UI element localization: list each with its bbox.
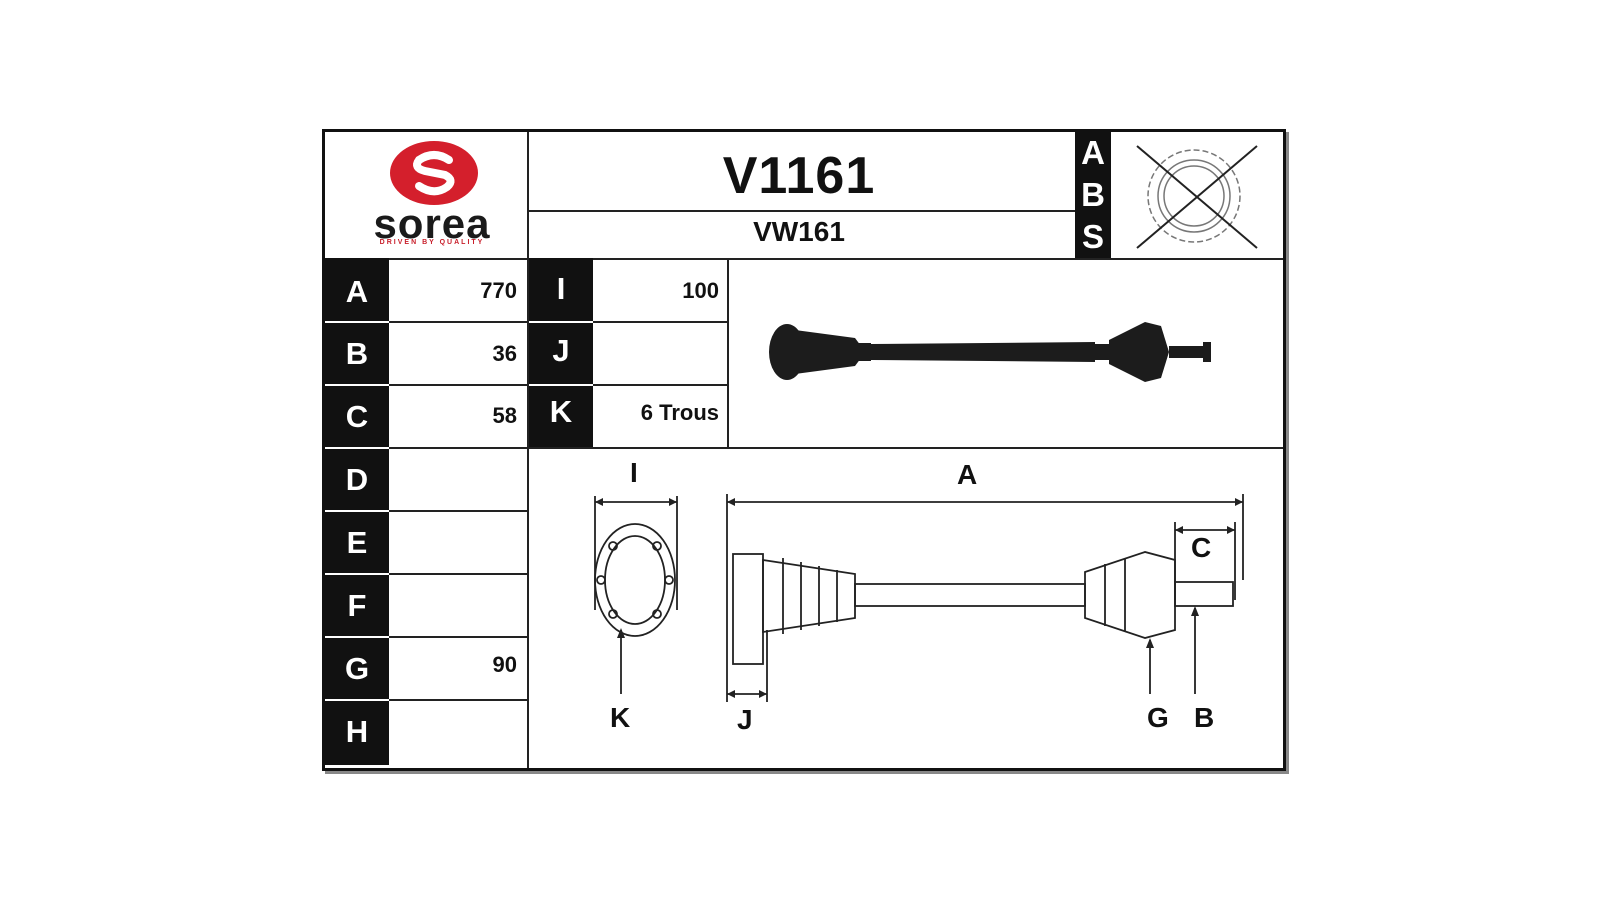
dim-value-k: 6 Trous bbox=[640, 400, 719, 425]
diagram-label-a: A bbox=[957, 459, 978, 490]
dim-value-i: 100 bbox=[682, 278, 719, 303]
abs-letter: S bbox=[1081, 218, 1104, 255]
driveshaft-photo bbox=[769, 322, 1211, 382]
dim-label-h: H bbox=[325, 702, 389, 762]
diagram-label-j: J bbox=[737, 704, 753, 735]
abs-column: A B S bbox=[1075, 132, 1111, 258]
dim-label-i: I bbox=[529, 259, 593, 319]
abs-letter: B bbox=[1081, 176, 1105, 213]
dim-value-c: 58 bbox=[492, 403, 517, 428]
dim-value-g: 90 bbox=[492, 652, 517, 677]
dim-value-b: 36 bbox=[492, 341, 517, 366]
dim-label-f: F bbox=[325, 576, 389, 636]
dim-label-g: G bbox=[325, 639, 389, 699]
brand-name: sorea bbox=[373, 200, 491, 247]
technical-diagram bbox=[594, 494, 1244, 702]
sorea-emblem-icon bbox=[390, 141, 478, 205]
diagram-label-k: K bbox=[610, 702, 631, 733]
diagram-label-i: I bbox=[630, 457, 638, 488]
brand-tagline: DRIVEN BY QUALITY bbox=[379, 239, 485, 246]
abs-letter: A bbox=[1081, 134, 1105, 171]
dim-label-d: D bbox=[325, 450, 389, 510]
dim-label-e: E bbox=[325, 513, 389, 573]
dim-label-j: J bbox=[529, 321, 593, 381]
dim-label-c: C bbox=[325, 387, 389, 447]
diagram-label-c: C bbox=[1191, 532, 1212, 563]
product-sheet: sorea DRIVEN BY QUALITY V1161 VW161 A B … bbox=[322, 129, 1286, 771]
dim-value-a: 770 bbox=[480, 278, 517, 303]
abs-ring-crossed-icon bbox=[1136, 145, 1258, 249]
dim-label-b: B bbox=[325, 324, 389, 384]
diagram-label-b: B bbox=[1194, 702, 1215, 733]
part-code: V1161 bbox=[722, 147, 876, 205]
dim-label-k: K bbox=[529, 382, 593, 442]
part-reference: VW161 bbox=[753, 216, 845, 247]
brand-logo: sorea DRIVEN BY QUALITY bbox=[325, 132, 527, 258]
dim-label-a: A bbox=[325, 262, 389, 322]
diagram-label-g: G bbox=[1147, 702, 1169, 733]
